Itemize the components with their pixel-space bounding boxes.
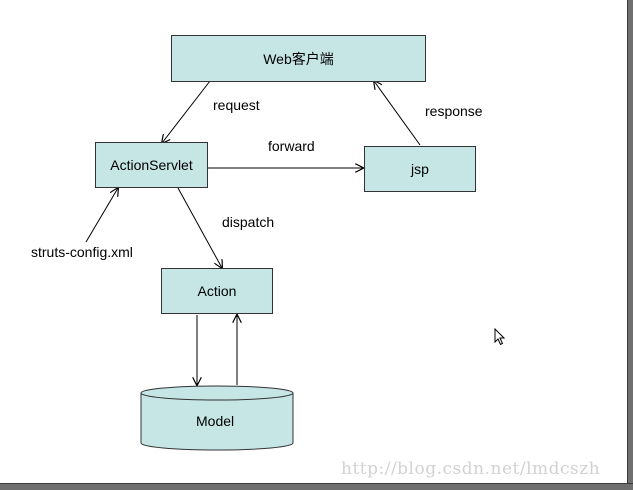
node-action-servlet-label: ActionServlet [110,157,193,173]
node-web-client: Web客户端 [171,35,426,82]
node-model-label: Model [196,413,235,429]
window-frame-right [627,0,633,490]
node-web-client-label: Web客户端 [263,50,334,67]
node-model-cylinder [140,385,294,451]
window-frame-bottom [0,483,633,490]
node-jsp-label: jsp [411,161,429,177]
mouse-pointer-icon [494,328,506,346]
watermark: http://blog.csdn.net/lmdcszh [341,459,601,479]
edge-request [162,80,211,143]
node-action-servlet: ActionServlet [95,142,208,188]
node-jsp: jsp [364,146,476,192]
label-response: response [425,103,483,119]
node-action-label: Action [197,283,237,299]
edge-response [374,81,421,146]
label-forward: forward [268,138,315,154]
label-request: request [213,97,260,113]
edge-struts-config [85,188,118,243]
edge-dispatch [177,187,222,268]
label-struts-config: struts-config.xml [31,244,133,260]
label-dispatch: dispatch [222,214,275,230]
node-action: Action [161,268,273,314]
